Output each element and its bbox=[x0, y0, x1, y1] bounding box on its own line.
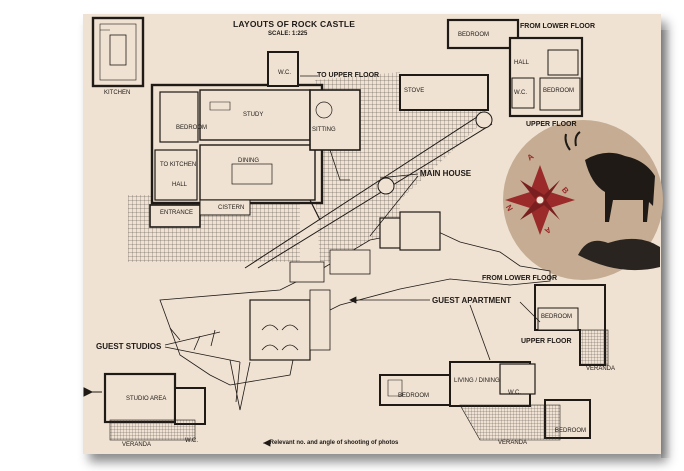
label-bedroom-main: BEDROOM bbox=[176, 125, 208, 131]
label-studio-area: STUDIO AREA bbox=[126, 396, 167, 402]
label-study: STUDY bbox=[243, 112, 264, 118]
label-cistern: CISTERN bbox=[218, 205, 245, 211]
label-guest-studios: GUEST STUDIOS bbox=[96, 342, 162, 351]
label-kitchen: KITCHEN bbox=[104, 90, 131, 96]
label-upper-floor-guest: UPPER FLOOR bbox=[521, 338, 572, 345]
leader-lines bbox=[164, 75, 541, 447]
compass-rose bbox=[503, 120, 663, 280]
diagonal-walkway bbox=[244, 111, 493, 269]
label-wc-studio: W.C. bbox=[185, 438, 198, 444]
label-hall-main: HALL bbox=[172, 182, 188, 188]
label-bedroom-upper-2: BEDROOM bbox=[543, 88, 575, 94]
label-wc-upper: W.C. bbox=[514, 90, 527, 96]
label-from-lower-floor-main: FROM LOWER FLOOR bbox=[520, 23, 596, 30]
guest-lower-floor-plan bbox=[379, 361, 591, 441]
label-wc-main: W.C. bbox=[278, 70, 291, 76]
guest-upper-floor-plan bbox=[534, 284, 609, 366]
label-stove: STOVE bbox=[404, 88, 425, 94]
label-bedroom-guest-upper: BEDROOM bbox=[541, 314, 573, 320]
label-hall-upper: HALL bbox=[514, 60, 530, 66]
photo-angle-legend: ← Relevant no. and angle of shooting of … bbox=[262, 440, 399, 446]
sheet-shadow bbox=[661, 30, 671, 458]
label-guest-apartment: GUEST APARTMENT bbox=[432, 296, 512, 305]
label-sitting: SITTING bbox=[312, 127, 336, 133]
label-entrance: ENTRANCE bbox=[160, 210, 194, 216]
label-upper-floor-main: UPPER FLOOR bbox=[526, 121, 577, 128]
label-from-lower-floor-guest: FROM LOWER FLOOR bbox=[482, 275, 558, 282]
label-to-upper-floor: TO UPPER FLOOR bbox=[317, 72, 380, 79]
label-living-dining: LIVING / DINING bbox=[454, 378, 500, 384]
upper-floor-plan bbox=[446, 18, 584, 118]
diagram-title: LAYOUTS OF ROCK CASTLE bbox=[233, 19, 356, 29]
guest-studios-plan bbox=[83, 372, 206, 441]
kitchen-plan bbox=[91, 16, 145, 88]
label-bedroom-guest-lower-2: BEDROOM bbox=[555, 428, 587, 434]
label-veranda-guest: VERANDA bbox=[498, 440, 528, 446]
castle-elevation bbox=[159, 211, 551, 411]
label-main-house: MAIN HOUSE bbox=[420, 169, 472, 178]
label-veranda-right: VERANDA bbox=[586, 366, 616, 372]
label-dining: DINING bbox=[238, 158, 259, 164]
main-house-plan bbox=[149, 51, 489, 228]
label-to-kitchen: TO KITCHEN bbox=[160, 162, 197, 168]
scale-label: SCALE: 1:225 bbox=[268, 31, 308, 37]
label-wc-guest: W.C. bbox=[508, 390, 521, 396]
label-veranda-studio: VERANDA bbox=[122, 442, 152, 448]
label-bedroom-guest-lower: BEDROOM bbox=[398, 393, 430, 399]
label-bedroom-upper-1: BEDROOM bbox=[458, 32, 490, 38]
